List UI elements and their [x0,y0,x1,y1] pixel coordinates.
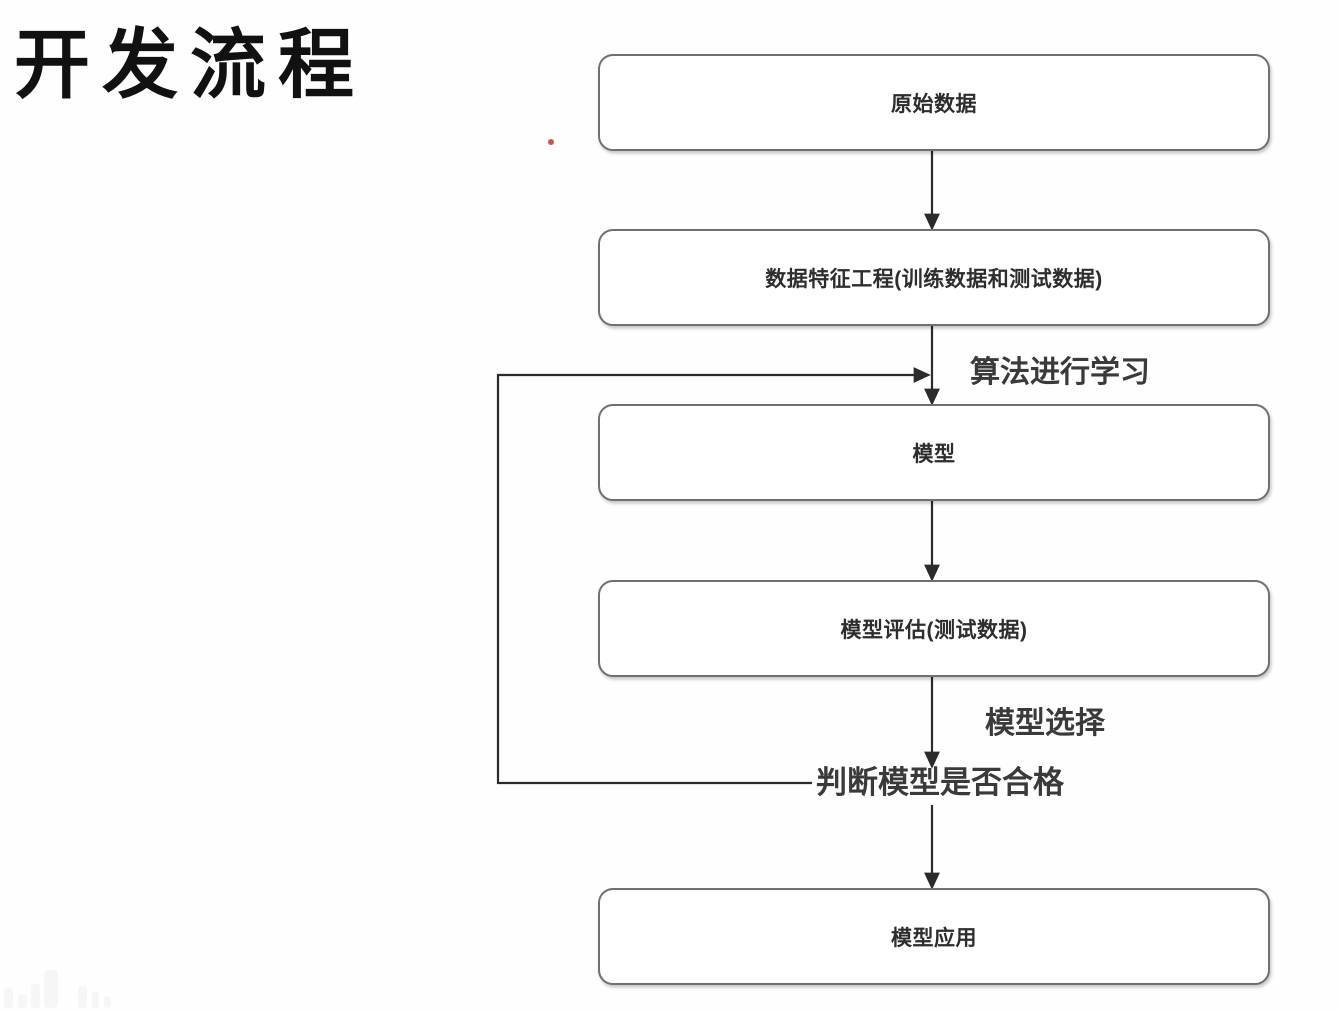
node-model-application-label: 模型应用 [891,926,977,950]
node-model-decision[interactable]: 判断模型是否合格 [816,765,1064,800]
node-feature-engineering[interactable]: 数据特征工程(训练数据和测试数据) [598,229,1270,326]
watermark-icon [4,970,111,1008]
node-model-application[interactable]: 模型应用 [598,888,1270,985]
edge-label-algorithm-learning: 算法进行学习 [970,356,1150,389]
node-feature-engineering-label: 数据特征工程(训练数据和测试数据) [765,267,1103,291]
node-model-label: 模型 [912,442,956,466]
node-model-evaluation[interactable]: 模型评估(测试数据) [598,580,1270,677]
page-title: 开发流程 [14,24,366,108]
node-raw-data-label: 原始数据 [891,92,977,116]
node-raw-data[interactable]: 原始数据 [598,54,1270,151]
edge-label-model-selection: 模型选择 [985,707,1105,740]
node-model-evaluation-label: 模型评估(测试数据) [840,618,1028,642]
node-model[interactable]: 模型 [598,404,1270,501]
red-dot-marker [548,139,554,145]
